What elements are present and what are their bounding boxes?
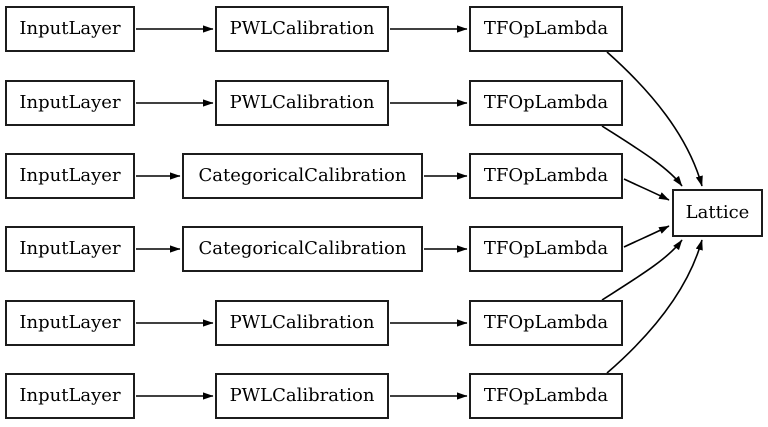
node-calibration-6: PWLCalibration (215, 373, 389, 419)
node-calibration-4: CategoricalCalibration (182, 226, 423, 272)
node-tfoplambda-6: TFOpLambda (469, 373, 623, 419)
edge-lambda-to-lattice-2 (601, 125, 683, 187)
node-tfoplambda-1: TFOpLambda (469, 6, 623, 52)
node-inputlayer-4: InputLayer (5, 226, 135, 272)
node-calibration-3: CategoricalCalibration (182, 153, 423, 199)
edge-lambda-to-lattice-1 (606, 51, 703, 187)
node-inputlayer-1: InputLayer (5, 6, 135, 52)
node-tfoplambda-3: TFOpLambda (469, 153, 623, 199)
node-lattice: Lattice (672, 189, 763, 237)
node-inputlayer-3: InputLayer (5, 153, 135, 199)
edge-lambda-to-lattice-6 (606, 239, 703, 374)
node-inputlayer-5: InputLayer (5, 300, 135, 346)
node-inputlayer-2: InputLayer (5, 80, 135, 126)
node-tfoplambda-5: TFOpLambda (469, 300, 623, 346)
edge-lambda-to-lattice-4 (623, 225, 670, 248)
edge-lambda-to-lattice-5 (601, 239, 683, 301)
node-calibration-2: PWLCalibration (215, 80, 389, 126)
node-tfoplambda-2: TFOpLambda (469, 80, 623, 126)
node-calibration-5: PWLCalibration (215, 300, 389, 346)
node-calibration-1: PWLCalibration (215, 6, 389, 52)
edge-lambda-to-lattice-3 (623, 178, 670, 201)
node-tfoplambda-4: TFOpLambda (469, 226, 623, 272)
node-inputlayer-6: InputLayer (5, 373, 135, 419)
